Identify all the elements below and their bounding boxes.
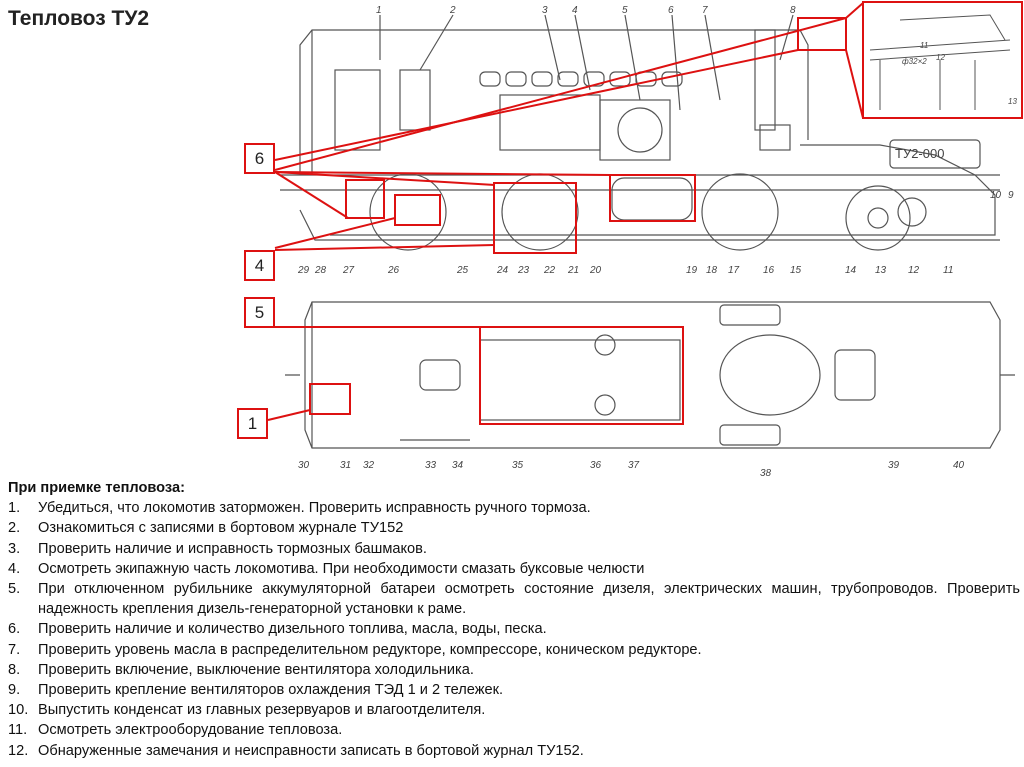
inset-label: 11 <box>920 41 928 50</box>
list-item: 8. Проверить включение, выключение вентил… <box>8 660 1020 680</box>
side-label: 26 <box>387 265 400 276</box>
item-text: Осмотреть экипажную часть локомотива. Пр… <box>38 560 645 577</box>
item-number: 11. <box>8 722 28 739</box>
list-item: 2. Ознакомиться с записями в бортовом жур… <box>8 518 1020 538</box>
callout-1: 1 <box>237 408 268 439</box>
side-label: 4 <box>572 5 578 16</box>
list-item: 5. При отключенном рубильнике аккумулятор… <box>8 579 1020 619</box>
side-label: 28 <box>314 265 327 276</box>
plan-label: 40 <box>953 460 965 471</box>
item-number: 12. <box>8 742 29 759</box>
side-label: 14 <box>845 265 857 276</box>
callout-6: 6 <box>244 143 275 174</box>
list-item: 6. Проверить наличие и количество дизельн… <box>8 619 1020 639</box>
plan-view <box>285 301 1015 449</box>
side-label: 2 <box>449 5 456 16</box>
side-label: 21 <box>567 265 579 276</box>
list-item: 12. Обнаруженные замечания и неисправност… <box>8 741 1020 761</box>
page-title: Тепловоз ТУ2 <box>8 7 150 30</box>
inset-detail: 11 12 13 ф32×2 <box>862 1 1023 119</box>
side-label: 10 <box>990 190 1002 201</box>
side-label: 15 <box>790 265 802 276</box>
item-number: 6. <box>8 621 21 638</box>
plan-label: 35 <box>512 460 524 471</box>
list-item: 3. Проверить наличие и исправность тормоз… <box>8 539 1020 559</box>
plan-label: 30 <box>298 460 310 471</box>
instructions-list: 1. Убедиться, что локомотив заторможен. П… <box>8 498 1020 761</box>
side-label: 7 <box>702 5 708 16</box>
side-label: 13 <box>875 265 887 276</box>
side-label: 20 <box>589 265 602 276</box>
item-text: Проверить крепление вентиляторов охлажде… <box>38 682 504 699</box>
side-label: 27 <box>342 265 355 276</box>
item-number: 7. <box>8 641 21 658</box>
side-label: 11 <box>943 265 953 276</box>
item-text: Обнаруженные замечания и неисправности з… <box>38 742 584 759</box>
callout-4: 4 <box>244 250 275 281</box>
list-item: 11. Осмотреть электрооборудование теплово… <box>8 720 1020 740</box>
side-label: 19 <box>686 265 698 276</box>
item-text: Выпустить конденсат из главных резервуар… <box>38 702 486 719</box>
inspection-instructions: При приемке тепловоза: 1. Убедиться, что … <box>8 478 1020 761</box>
side-label: 3 <box>542 5 548 16</box>
side-label: 25 <box>456 265 469 276</box>
plan-label: 32 <box>363 460 375 471</box>
side-label: 24 <box>496 265 509 276</box>
side-label: 18 <box>706 265 718 276</box>
side-label: 29 <box>297 265 310 276</box>
side-label: 22 <box>543 265 556 276</box>
item-text: При отключенном рубильнике аккумуляторно… <box>38 581 1020 618</box>
side-label: 6 <box>668 5 674 16</box>
item-number: 9. <box>8 682 21 699</box>
side-label: 16 <box>763 265 775 276</box>
inset-label: 13 <box>1008 97 1017 106</box>
side-label: 23 <box>517 265 530 276</box>
item-number: 5. <box>8 581 21 598</box>
highlight-overlay <box>267 2 864 425</box>
plan-label: 37 <box>628 460 640 471</box>
plan-label: 38 <box>760 468 772 479</box>
side-label: 5 <box>622 5 628 16</box>
callout-5: 5 <box>244 297 275 328</box>
locomotive-drawing: 1 2 3 4 5 6 7 8 29 28 27 26 25 24 23 22 … <box>267 1 1023 479</box>
item-number: 3. <box>8 540 21 557</box>
item-text: Ознакомиться с записями в бортовом журна… <box>38 520 404 537</box>
item-text: Осмотреть электрооборудование тепловоза. <box>38 722 343 739</box>
item-number: 8. <box>8 661 21 678</box>
list-item: 7. Проверить уровень масла в распределите… <box>8 640 1020 660</box>
plan-label: 36 <box>590 460 602 471</box>
item-number: 1. <box>8 500 21 517</box>
side-view <box>280 14 1000 251</box>
inset-label: 12 <box>936 53 945 62</box>
instructions-heading: При приемке тепловоза: <box>8 480 185 496</box>
item-text: Проверить включение, выключение вентилят… <box>38 661 474 678</box>
plan-label: 31 <box>340 460 351 471</box>
plan-label: 34 <box>452 460 464 471</box>
item-text: Убедиться, что локомотив заторможен. Про… <box>38 500 591 517</box>
side-label: 12 <box>908 265 920 276</box>
item-number: 10. <box>8 702 29 719</box>
inset-label: ф32×2 <box>902 57 927 66</box>
item-number: 2. <box>8 520 21 537</box>
number-plate: ТУ2-000 <box>895 146 944 161</box>
plan-label: 33 <box>425 460 437 471</box>
list-item: 10. Выпустить конденсат из главных резерв… <box>8 700 1020 720</box>
list-item: 9. Проверить крепление вентиляторов охлаж… <box>8 680 1020 700</box>
side-label: 9 <box>1008 190 1014 201</box>
item-text: Проверить уровень масла в распределитель… <box>38 641 702 658</box>
side-label: 1 <box>376 5 382 16</box>
side-label: 17 <box>728 265 740 276</box>
item-number: 4. <box>8 560 21 577</box>
item-text: Проверить наличие и количество дизельног… <box>38 621 547 638</box>
list-item: 1. Убедиться, что локомотив заторможен. П… <box>8 498 1020 518</box>
list-item: 4. Осмотреть экипажную часть локомотива. … <box>8 559 1020 579</box>
item-text: Проверить наличие и исправность тормозны… <box>38 540 427 557</box>
plan-label: 39 <box>888 460 900 471</box>
side-label: 8 <box>790 5 796 16</box>
